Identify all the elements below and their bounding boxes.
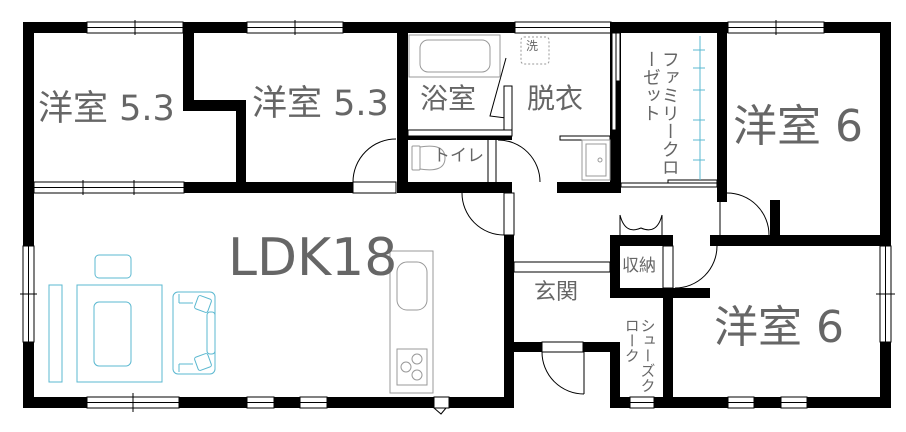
- room-label-bedroom-1: 洋室 5.3: [38, 89, 175, 129]
- room-label-family-closet: ファミリークローゼット: [639, 50, 680, 176]
- windows: [20, 20, 895, 412]
- doors: [352, 57, 770, 415]
- room-label-bedroom-2: 洋室 5.3: [252, 84, 389, 124]
- room-label-bath: 浴室: [420, 82, 477, 115]
- room-label-toilet: トイレ: [433, 146, 484, 166]
- washer-label: 洗: [526, 39, 539, 53]
- room-label-dressing: 脱衣: [527, 82, 584, 115]
- room-label-bedroom-4: 洋室 6: [714, 302, 844, 353]
- fixtures: [389, 34, 611, 394]
- room-label-ldk: LDK18: [228, 228, 398, 288]
- furniture: [48, 254, 216, 383]
- hanger-rods: [693, 36, 705, 180]
- room-label-storage: 収納: [622, 256, 656, 276]
- room-label-bedroom-3: 洋室 6: [733, 101, 863, 152]
- room-label-entrance: 玄関: [534, 280, 579, 305]
- room-label-shoe-cloak: シューズクローク: [622, 318, 657, 393]
